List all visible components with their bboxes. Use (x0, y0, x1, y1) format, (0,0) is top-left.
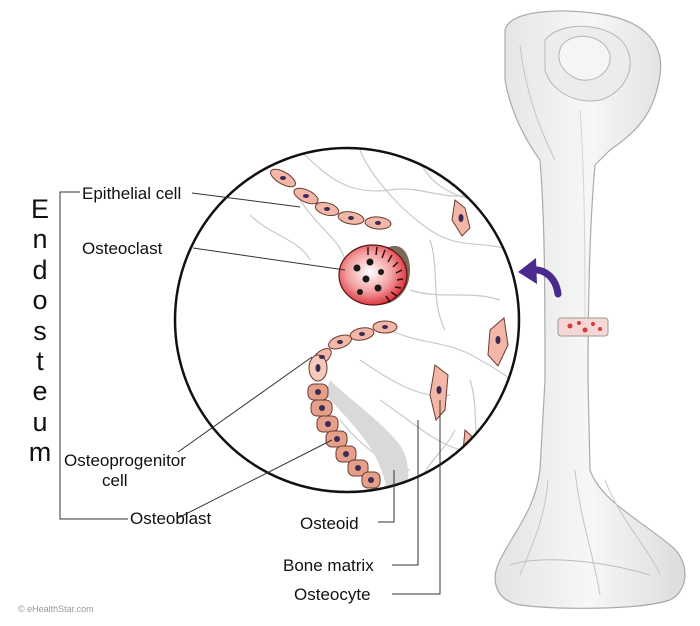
vertical-label-letter: e (32, 376, 48, 407)
magnify-arrow (518, 258, 562, 298)
vertical-label-letter: d (32, 254, 48, 285)
vertical-label-letter: u (32, 406, 48, 437)
vertical-label-letter: o (32, 285, 48, 316)
magnified-view (173, 146, 521, 494)
osteoid-layer (325, 380, 409, 492)
label-osteoid: Osteoid (300, 514, 359, 533)
bone-section-highlight (557, 317, 609, 337)
bone-head (494, 10, 686, 609)
copyright-notice: © eHealthStar.com (18, 604, 94, 614)
vertical-label-letter: m (28, 437, 52, 468)
leader-lines (59, 191, 441, 595)
osteoclast-cell (338, 244, 410, 306)
label-osteoblast: Osteoblast (130, 509, 212, 528)
vertical-label-letter: s (33, 315, 47, 346)
vertical-label-letter: n (32, 224, 48, 255)
magnification-circle-outline (173, 146, 521, 494)
long-bone-illustration (494, 10, 686, 609)
label-osteoclast: Osteoclast (82, 239, 163, 258)
label-bone-matrix: Bone matrix (283, 556, 374, 575)
label-osteoprogenitor-line1: Osteoprogenitor (64, 451, 186, 470)
label-osteoprogenitor-line2: cell (102, 471, 128, 490)
label-epithelial-cell: Epithelial cell (82, 184, 182, 203)
vertical-label-letter: E (30, 194, 49, 224)
label-osteocyte: Osteocyte (294, 585, 371, 604)
vertical-label-letter: t (36, 345, 44, 376)
